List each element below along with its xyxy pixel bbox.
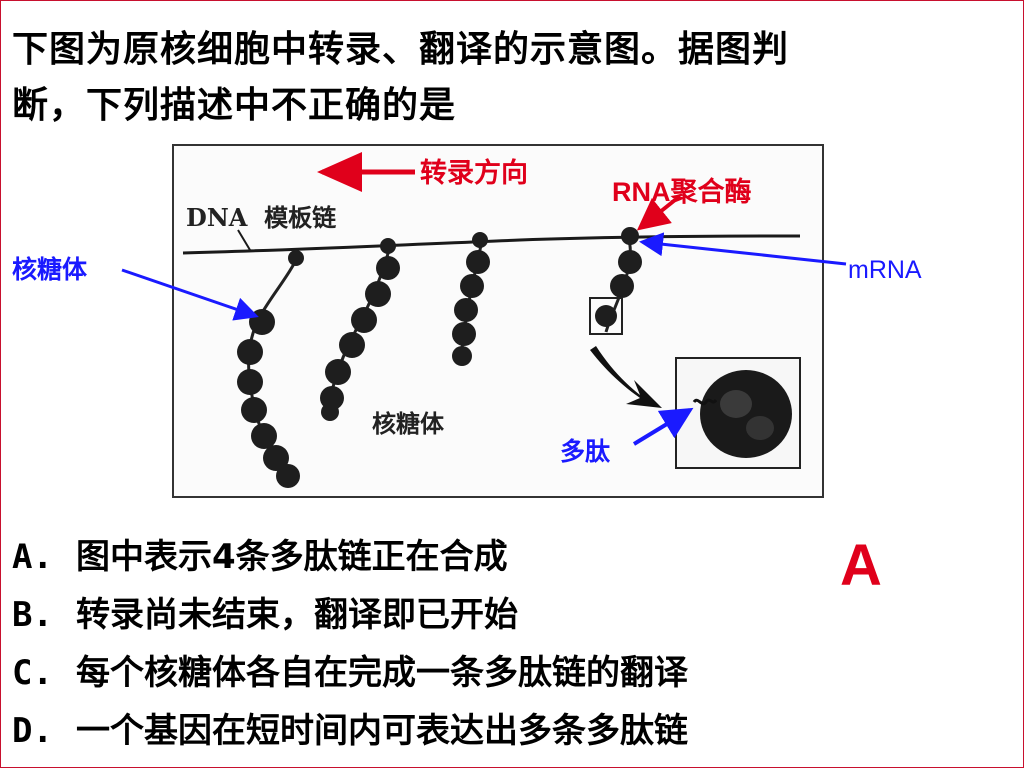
rna-polymerase-arrow (636, 194, 682, 231)
ribosome-label: 核糖体 (12, 255, 88, 284)
answer-label: A (840, 533, 882, 598)
mrna-label: mRNA (848, 256, 922, 284)
ribosome-cluster-2 (320, 238, 400, 421)
polypeptide-arrow (632, 407, 694, 446)
option-d[interactable]: D. 一个基因在短时间内可表达出多条多肽链 (12, 702, 972, 760)
option-d-letter: D. (12, 711, 53, 751)
ribosome-cluster-1 (237, 250, 304, 488)
option-b-letter: B. (12, 595, 53, 635)
option-c-letter: C. (12, 653, 53, 693)
option-b-text: 转录尚未结束，翻译即已开始 (76, 595, 518, 635)
ribosome-cluster-3 (452, 232, 490, 366)
rna-polymerase-label: RNA聚合酶 (612, 177, 752, 207)
option-a-letter: A. (12, 537, 53, 577)
polypeptide-chain (692, 398, 718, 406)
ribosome-cluster-4 (610, 227, 642, 298)
polypeptide-label: 多肽 (560, 437, 611, 466)
boxed-ribosome (595, 305, 617, 327)
ribosome-printed-label: 核糖体 (372, 409, 444, 438)
dna-label-leader (237, 229, 251, 251)
dna-strand (182, 234, 801, 255)
question-line-2: 断，下列描述中不正确的是 (12, 85, 457, 126)
question-line-1: 下图为原核细胞中转录、翻译的示意图。据图判 (12, 29, 790, 70)
option-d-text: 一个基因在短时间内可表达出多条多肽链 (76, 711, 688, 751)
option-a[interactable]: A. 图中表示4条多肽链正在合成 (12, 528, 972, 586)
option-b[interactable]: B. 转录尚未结束，翻译即已开始 (12, 586, 972, 644)
ribosome-arrow (121, 268, 259, 321)
dna-template-label: DNA 模板链 (186, 203, 337, 232)
zoom-arrow (590, 346, 662, 408)
option-c-text: 每个核糖体各自在完成一条多肽链的翻译 (76, 653, 688, 693)
transcription-direction-label: 转录方向 (420, 158, 528, 189)
option-c[interactable]: C. 每个核糖体各自在完成一条多肽链的翻译 (12, 644, 972, 702)
highlight-box-ribosome (589, 297, 623, 335)
answer-options: A. 图中表示4条多肽链正在合成 B. 转录尚未结束，翻译即已开始 C. 每个核糖体各… (12, 528, 972, 760)
question-text: 下图为原核细胞中转录、翻译的示意图。据图判 断，下列描述中不正确的是 (12, 22, 1002, 134)
option-a-text: 图中表示4条多肽链正在合成 (76, 537, 508, 577)
mrna-arrow (639, 232, 847, 266)
